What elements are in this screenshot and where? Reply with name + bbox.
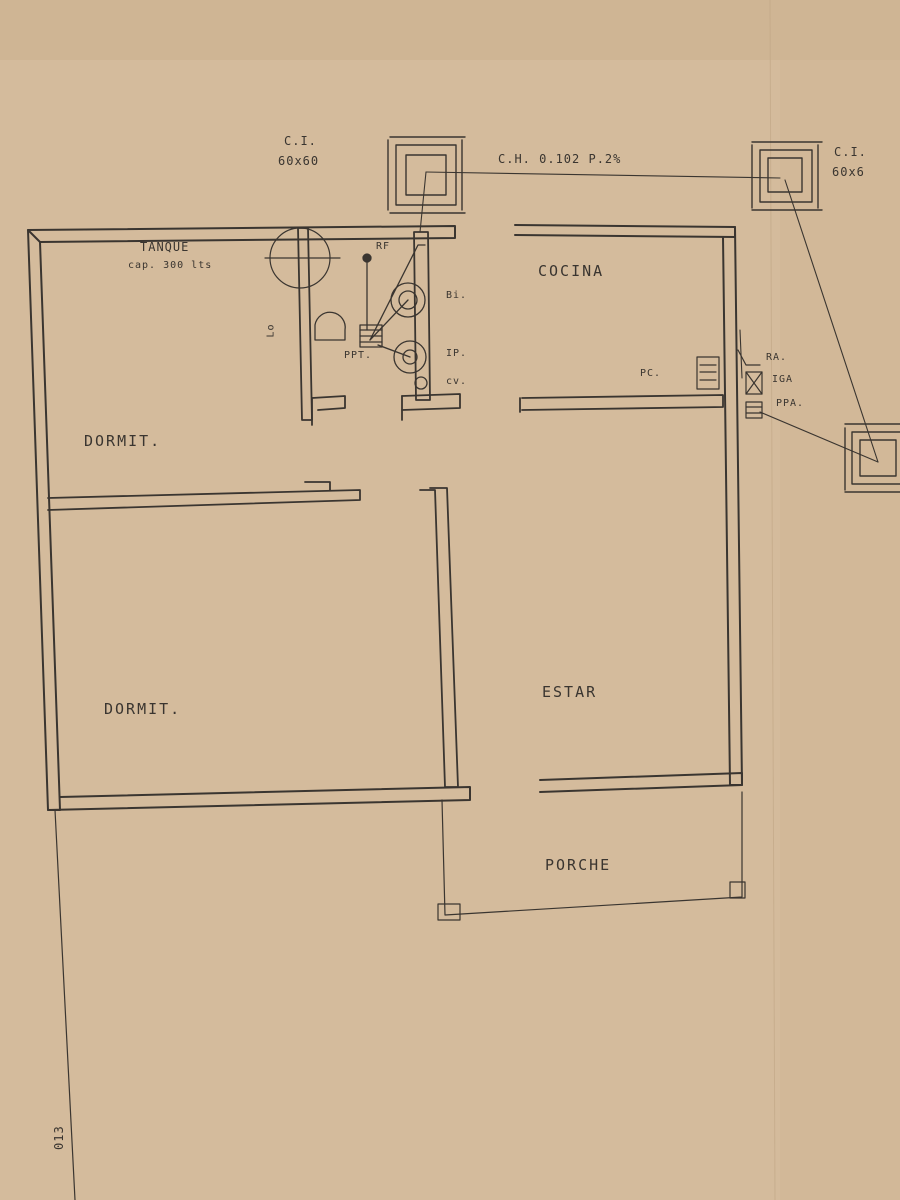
chamber-label-right-size: 60x6 bbox=[832, 165, 865, 179]
fixture-label-ip: IP. bbox=[446, 348, 468, 359]
room-label-kitchen: COCINA bbox=[538, 262, 605, 280]
sewer-pipe-label: C.H. 0.102 P.2% bbox=[498, 152, 622, 166]
tank-label: TANQUE bbox=[140, 240, 190, 254]
fixture-label-cv: cv. bbox=[446, 376, 468, 387]
inspection-chamber-lower bbox=[844, 423, 900, 493]
fixture-label-bi: Bi. bbox=[446, 290, 468, 301]
fixture-label-ppa: PPA. bbox=[776, 398, 805, 409]
inspection-chamber-left bbox=[387, 136, 466, 214]
room-label-porch: PORCHE bbox=[545, 856, 612, 874]
outer-walls bbox=[27, 224, 743, 811]
sheet-border-line bbox=[54, 809, 76, 1200]
porch-outline bbox=[437, 791, 746, 921]
inspection-chamber-right bbox=[751, 141, 823, 211]
fixture-label-ra: RA. bbox=[766, 352, 788, 363]
fixture-label-pc: PC. bbox=[640, 368, 662, 379]
chamber-label-left-title: C.I. bbox=[284, 134, 317, 148]
chamber-label-left-size: 60x60 bbox=[278, 154, 320, 168]
fixture-label-lo: Lo bbox=[265, 323, 277, 338]
tank-capacity-label: cap. 300 lts bbox=[128, 260, 213, 271]
chamber-label-right-title: C.I. bbox=[834, 145, 867, 159]
fixture-label-ppt: PPT. bbox=[344, 350, 373, 361]
sewer-pipe-lines bbox=[419, 171, 879, 463]
kitchen-fixtures bbox=[696, 349, 763, 419]
room-label-bedroom-1: DORMIT. bbox=[84, 432, 162, 450]
sheet-margin-number: 013 bbox=[52, 1125, 66, 1150]
room-label-bedroom-2: DORMIT. bbox=[104, 700, 182, 718]
water-tank-symbol bbox=[264, 227, 341, 289]
fixture-label-iga: IGA bbox=[772, 374, 794, 385]
fixture-label-rf: RF bbox=[376, 241, 391, 252]
bathroom-fixtures bbox=[314, 244, 428, 390]
room-label-living: ESTAR bbox=[542, 683, 598, 701]
